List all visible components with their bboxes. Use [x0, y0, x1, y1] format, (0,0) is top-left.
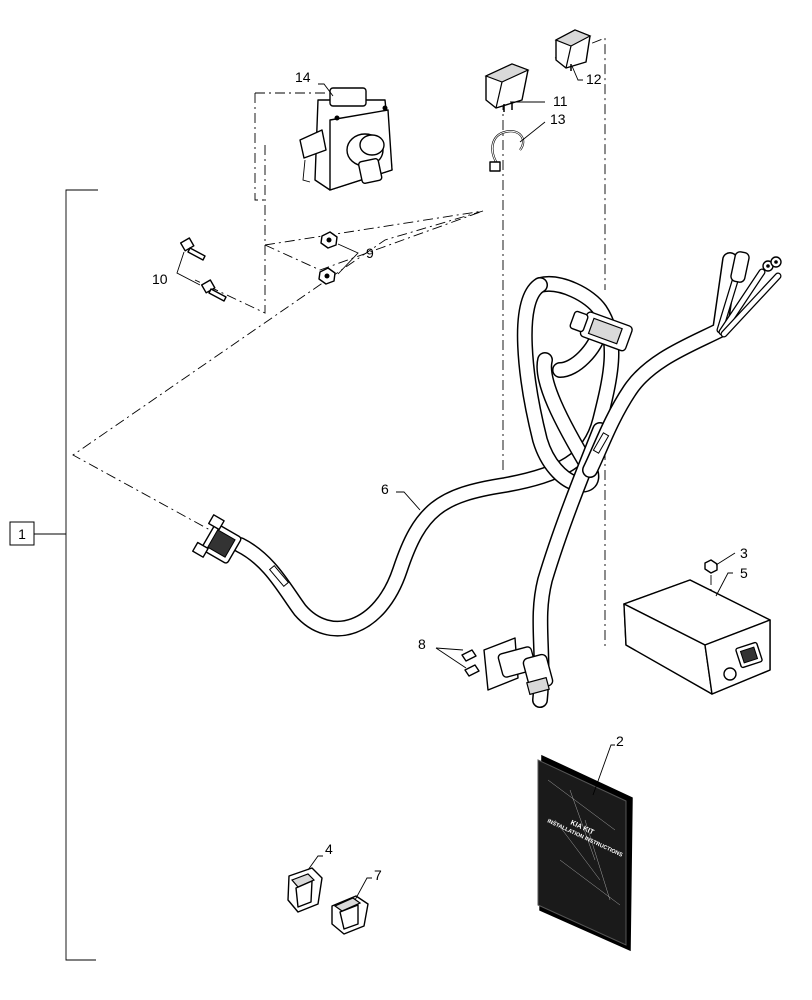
- svg-text:11: 11: [553, 93, 568, 109]
- callout-5[interactable]: 5: [715, 565, 748, 597]
- callout-10[interactable]: 10: [152, 251, 201, 287]
- bolt-pair: [179, 237, 227, 302]
- callout-13[interactable]: 13: [519, 111, 566, 143]
- relay-11: [484, 63, 530, 112]
- svg-text:4: 4: [325, 841, 333, 857]
- svg-text:10: 10: [152, 271, 168, 287]
- svg-text:14: 14: [295, 69, 311, 85]
- svg-text:5: 5: [740, 565, 748, 581]
- control-module: [623, 579, 771, 695]
- callout-3[interactable]: 3: [715, 545, 748, 566]
- callout-12[interactable]: 12: [571, 65, 602, 87]
- wiring-harness: [192, 251, 782, 708]
- svg-text:2: 2: [616, 733, 624, 749]
- callout-1[interactable]: 1: [9, 521, 35, 546]
- screw-pair: [461, 649, 480, 677]
- nut: [704, 559, 718, 574]
- svg-text:6: 6: [381, 481, 389, 497]
- callout-2[interactable]: 2: [592, 733, 624, 796]
- svg-text:9: 9: [366, 245, 374, 261]
- cable-tie: [489, 130, 525, 172]
- svg-text:1: 1: [18, 526, 26, 542]
- svg-text:13: 13: [550, 111, 566, 127]
- svg-text:3: 3: [740, 545, 748, 561]
- svg-text:7: 7: [374, 867, 382, 883]
- svg-text:12: 12: [586, 71, 602, 87]
- callout-4[interactable]: 4: [307, 841, 333, 871]
- relay-holder: [299, 87, 393, 191]
- callout-6[interactable]: 6: [381, 481, 421, 511]
- installation-manual: KIA KIT INSTALLATION INSTRUCTIONS: [537, 754, 633, 952]
- svg-text:8: 8: [418, 636, 426, 652]
- callout-7[interactable]: 7: [354, 867, 382, 901]
- callout-9[interactable]: 9: [337, 243, 374, 275]
- callout-14[interactable]: 14: [295, 69, 334, 97]
- relay-12: [554, 29, 592, 71]
- connector-housing-7: [331, 895, 369, 935]
- harness-end-connector: [483, 637, 554, 696]
- connector-housing-4: [287, 867, 323, 913]
- callout-8[interactable]: 8: [418, 636, 467, 669]
- nut-pair: [318, 231, 338, 285]
- callout-11[interactable]: 11: [510, 93, 568, 109]
- kit-bracket: [34, 189, 98, 961]
